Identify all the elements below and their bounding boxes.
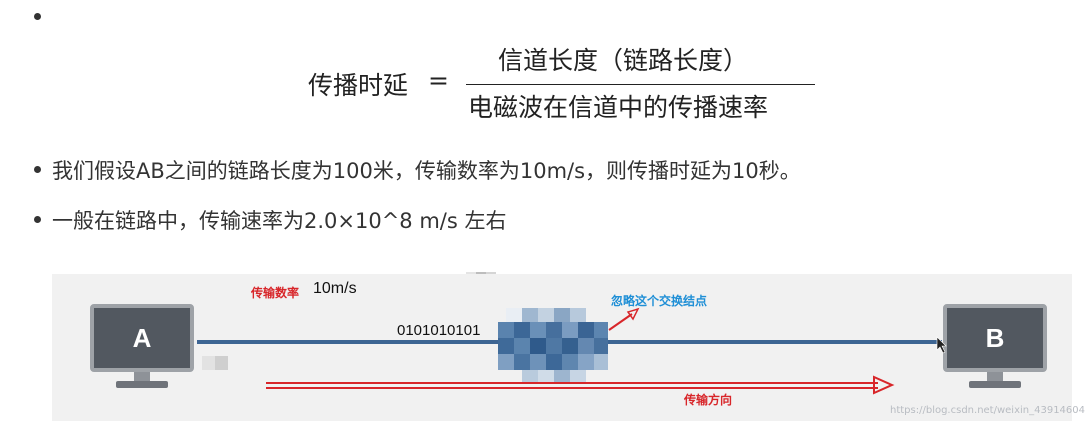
rate-value: 10m/s — [313, 280, 357, 297]
bullet-dot-1 — [34, 166, 41, 173]
bullet-text-2: 一般在链路中，传输速率为2.0×10^8 m/s 左右 — [52, 209, 507, 233]
switch-node-mosaic — [498, 308, 608, 384]
rate-label: 传输数率 — [251, 286, 300, 300]
formula-lhs: 传播时延 — [308, 71, 409, 100]
host-a-base — [116, 381, 168, 388]
transmission-direction-arrow — [266, 375, 895, 395]
host-b-label: B — [985, 322, 1005, 353]
ignore-node-arrow — [608, 307, 640, 331]
host-a-stand — [134, 372, 150, 382]
watermark: https://blog.csdn.net/weixin_43914604 — [890, 405, 1085, 416]
fraction-bar — [466, 84, 815, 85]
formula-denominator: 电磁波在信道中的传播速率 — [468, 93, 769, 122]
bullet-dot-2 — [34, 216, 41, 223]
bullet-text-1: 我们假设AB之间的链路长度为100米，传输数率为10m/s，则传播时延为10秒。 — [52, 159, 801, 183]
direction-label: 传输方向 — [684, 393, 733, 407]
diagram-arrows — [266, 307, 947, 395]
cursor-icon — [936, 336, 947, 354]
formula-numerator: 信道长度（链路长度） — [498, 46, 749, 75]
mosaic-artifact-left — [202, 356, 228, 370]
host-a-monitor: A — [90, 304, 194, 372]
host-a-label: A — [132, 322, 152, 353]
host-b-monitor: B — [943, 304, 1047, 372]
host-b-stand — [987, 372, 1003, 382]
network-diagram: A B 传输数率 10m/s 0101010101 — [52, 274, 1085, 421]
formula-equals: = — [428, 66, 449, 95]
bit-stream: 0101010101 — [397, 322, 481, 339]
host-b-base — [969, 381, 1021, 388]
formula-numerator-clip: 信道长度（链路长度） — [468, 46, 813, 78]
bullet-dot-empty — [34, 13, 41, 20]
ignore-node-label: 忽略这个交换结点 — [611, 294, 708, 308]
